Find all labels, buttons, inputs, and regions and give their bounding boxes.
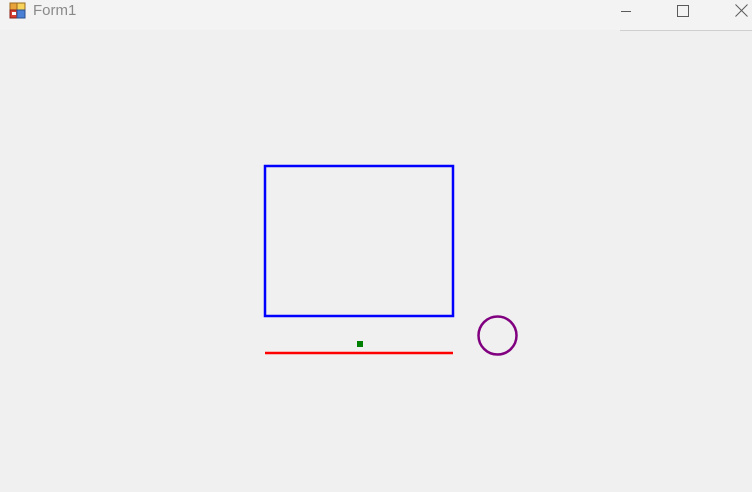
close-button[interactable] xyxy=(718,0,752,26)
drawing-canvas xyxy=(263,164,518,356)
purple-circle xyxy=(477,315,518,356)
winforms-app-icon xyxy=(9,2,26,19)
green-point xyxy=(357,341,363,347)
minimize-button[interactable] xyxy=(603,0,649,26)
blue-rectangle xyxy=(263,164,455,318)
form-client-area[interactable] xyxy=(0,31,752,492)
close-icon xyxy=(734,4,748,22)
title-bar[interactable]: Form1 xyxy=(0,0,752,31)
title-divider xyxy=(620,30,752,31)
maximize-button[interactable] xyxy=(660,0,706,26)
title-bar-area[interactable]: Form1 xyxy=(0,0,620,30)
minimize-icon xyxy=(620,4,632,22)
maximize-icon xyxy=(677,4,689,22)
window-title: Form1 xyxy=(33,2,77,19)
